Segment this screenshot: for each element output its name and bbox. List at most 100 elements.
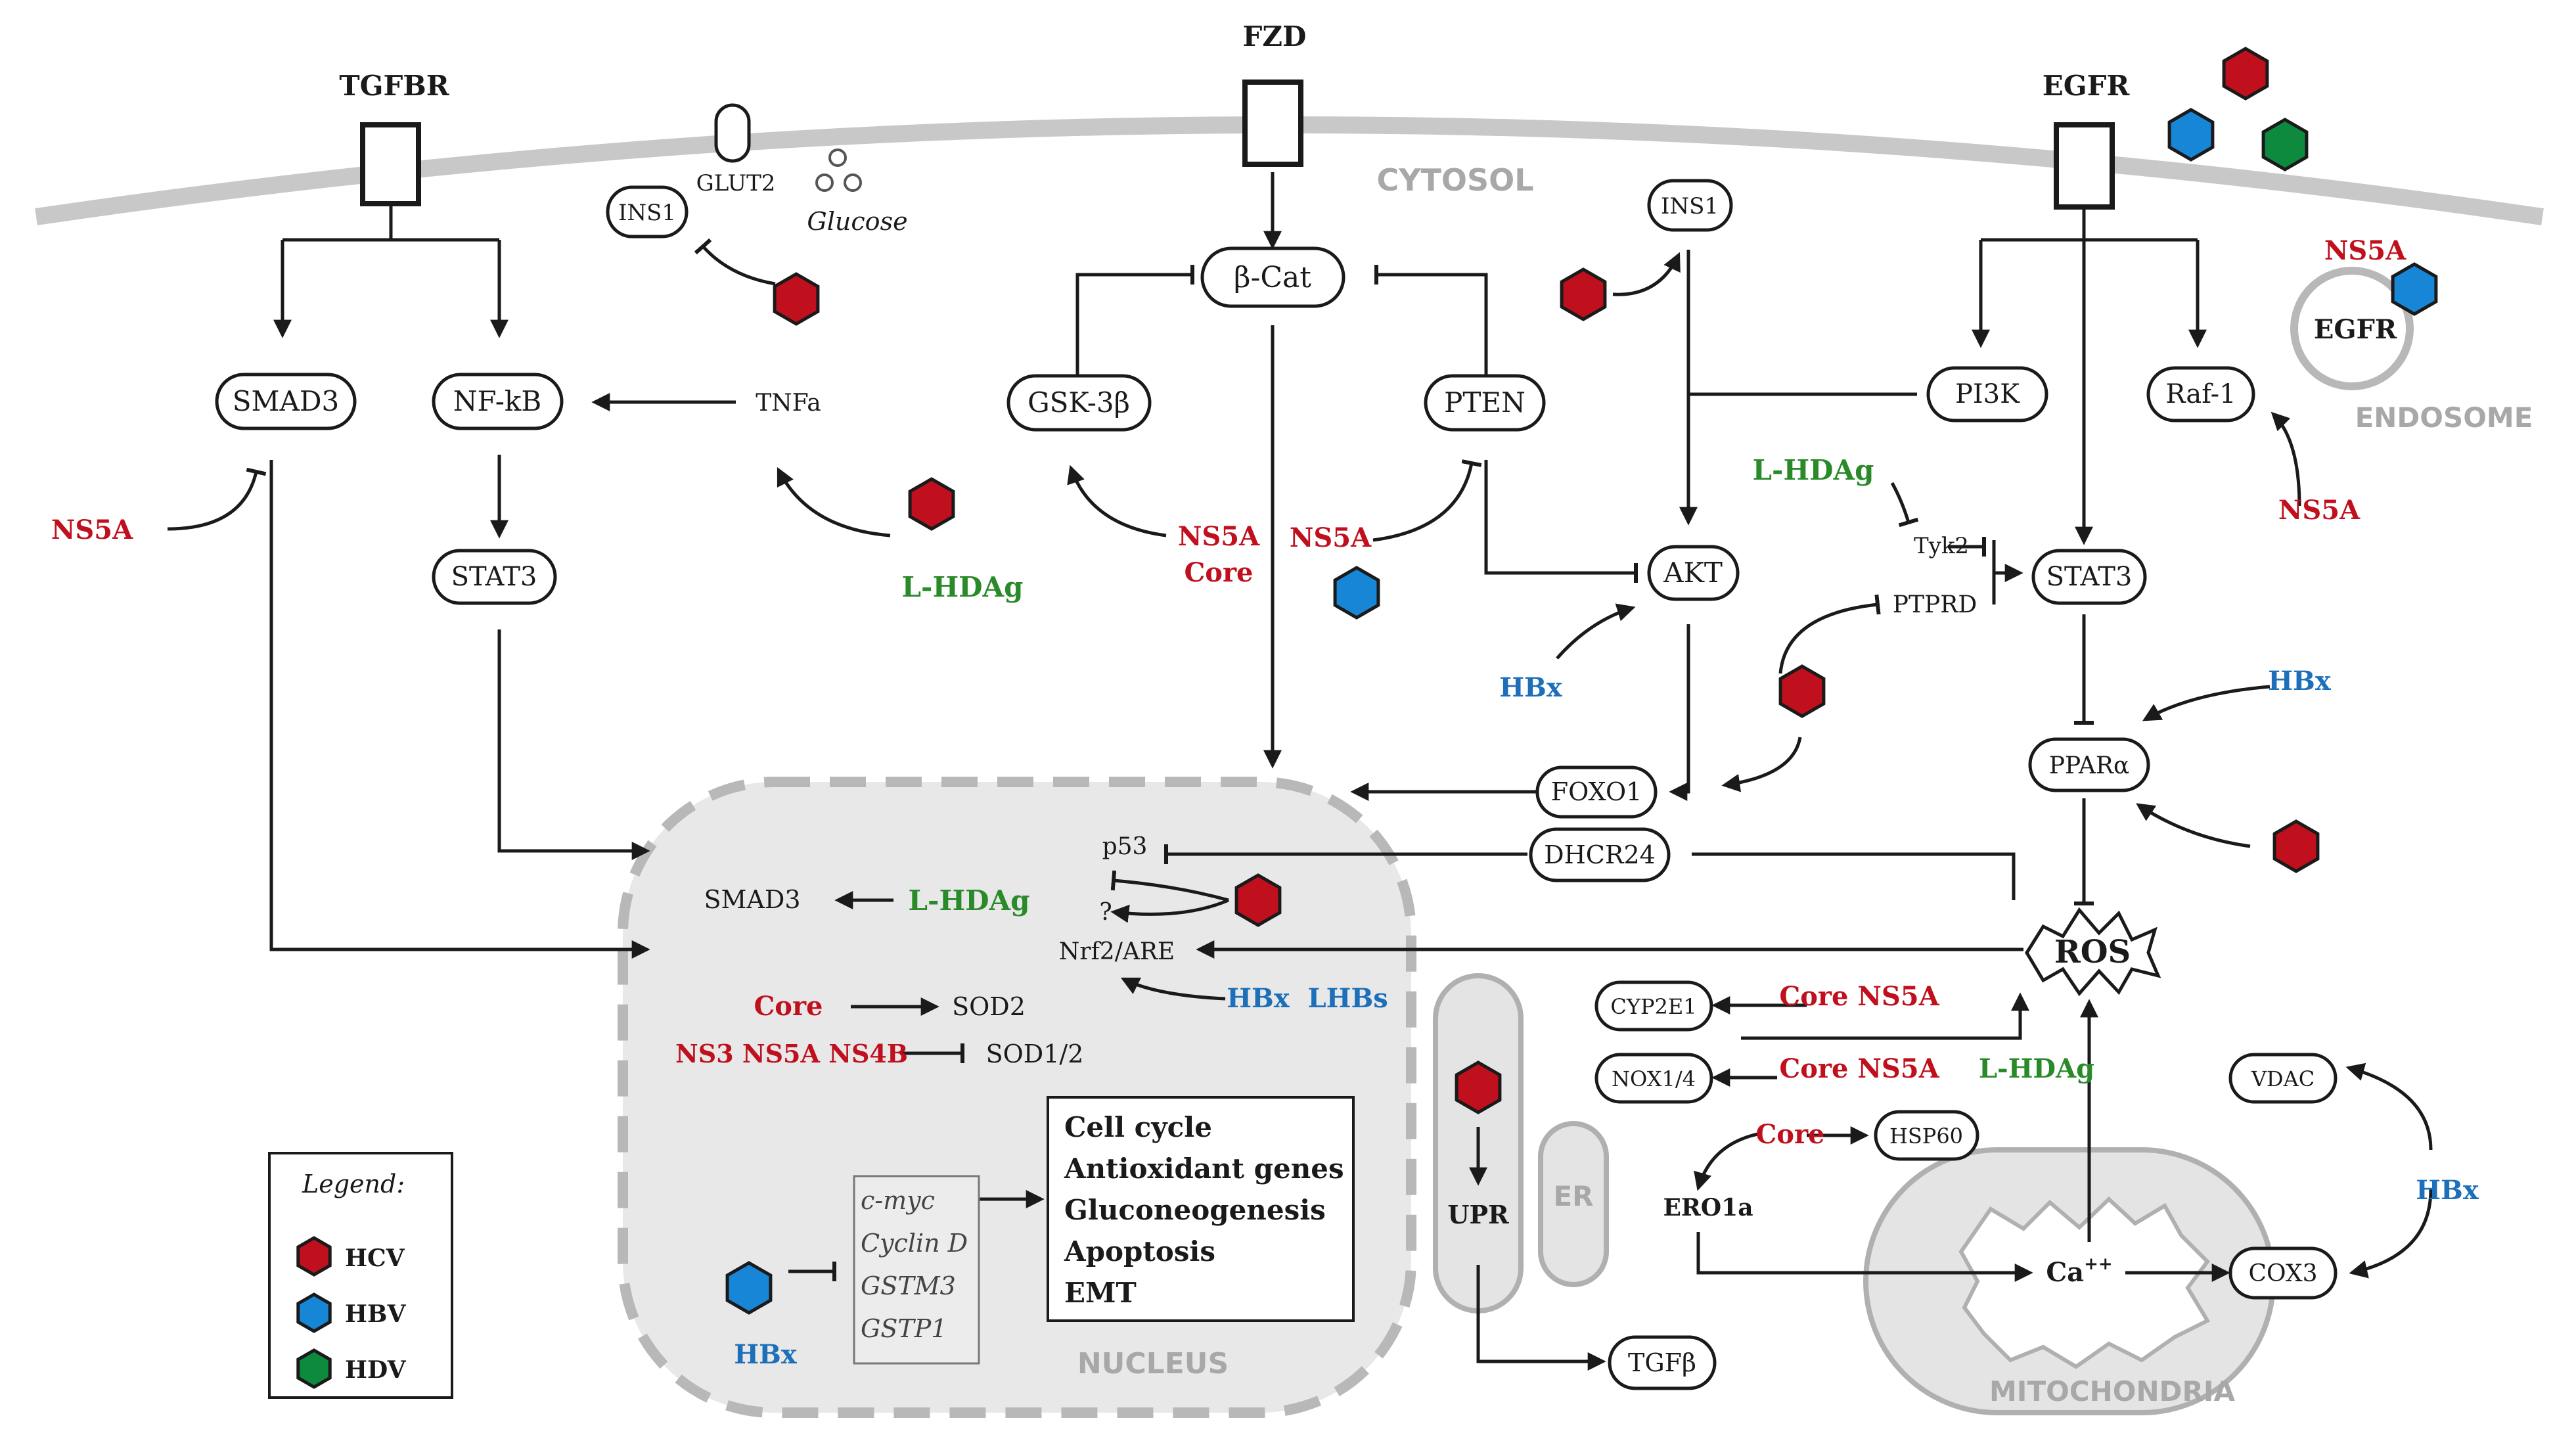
hcv-hexagon (1234, 873, 1282, 927)
nrf2-label: Nrf2/ARE (1059, 938, 1175, 965)
ros-burst (2025, 907, 2161, 997)
vdac-label: VDAC (2251, 1066, 2315, 1091)
outcome-item: Antioxidant genes (1064, 1152, 1344, 1185)
legend-hdv-hexagon (296, 1348, 332, 1389)
target-gene: GSTP1 (861, 1314, 947, 1343)
egfr-label: EGFR (2043, 70, 2131, 102)
pten-label: PTEN (1444, 386, 1525, 419)
smad3-pill (215, 373, 357, 430)
beta-cat-label: β-Cat (1234, 261, 1311, 294)
sod2-label: SOD2 (952, 992, 1026, 1021)
nfkb-label: NF-kB (453, 385, 542, 417)
ppara-pill (2028, 737, 2150, 792)
calcium-superscript: ++ (2084, 1254, 2113, 1274)
nucleus-targets-box (853, 1175, 980, 1365)
endosome-compartment (2290, 267, 2414, 390)
nucleus-hbx-lhbs-label: HBx LHBs (1227, 983, 1388, 1014)
hcv-hexagon (773, 272, 820, 326)
hsp60-pill (1874, 1110, 1979, 1161)
hbv-hexagon (1333, 566, 1380, 620)
ppara-label: PPARα (2049, 752, 2130, 779)
glucose-molecule (828, 148, 847, 167)
nox14-pill (1594, 1053, 1713, 1104)
raf1-label: Raf-1 (2165, 379, 2236, 409)
er-compartment-small (1538, 1121, 1609, 1287)
legend-hbv-hexagon (296, 1292, 332, 1333)
nucleus-hbx-label: HBx (734, 1339, 798, 1370)
pi3k-label: PI3K (1955, 379, 2020, 409)
akt-pill (1647, 545, 1740, 601)
ero1a-label: ERO1a (1663, 1194, 1753, 1221)
hbx-ppar-label: HBx (2268, 666, 2332, 696)
ros-label: ROS (2054, 934, 2131, 970)
stat3-right-label: STAT3 (2046, 562, 2133, 592)
stat3-left-pill (432, 549, 557, 605)
fzd-label: FZD (1243, 20, 1307, 53)
stat3-right-pill (2031, 549, 2147, 605)
ins1-right-label: INS1 (1661, 193, 1719, 219)
core-gsk-label: Core (1184, 557, 1253, 588)
cytosol-label: CYTOSOL (1376, 162, 1533, 198)
core-hsp-label: Core (1755, 1119, 1824, 1150)
l-hdag-nox-label: L-HDAg (1979, 1053, 2094, 1084)
calcium-text: Ca (2046, 1257, 2084, 1288)
hcv-hexagon (1778, 664, 1826, 718)
glucose-molecule (844, 173, 862, 192)
fzd-receptor (1242, 80, 1303, 167)
tgfb-pill (1608, 1335, 1717, 1390)
pi3k-pill (1926, 366, 2048, 422)
legend-item-label: HDV (345, 1356, 407, 1384)
stat3-left-label: STAT3 (451, 562, 537, 592)
vdac-pill (2228, 1053, 2338, 1104)
glucose-molecule (815, 173, 834, 192)
legend-title: Legend: (302, 1170, 405, 1198)
er-label: ER (1553, 1180, 1593, 1212)
nucleus-smad3-label: SMAD3 (704, 885, 800, 914)
endosome-egfr-label: EGFR (2314, 314, 2397, 345)
outcome-item: Gluconeogenesis (1064, 1194, 1326, 1226)
hdv-hexagon (2261, 118, 2309, 171)
outcome-item: EMT (1064, 1277, 1137, 1309)
ns3-ns5a-ns4b-label: NS3 NS5A NS4B (675, 1039, 908, 1068)
nucleus-outcomes-box (1047, 1096, 1355, 1322)
question-label: ? (1099, 899, 1112, 926)
outcome-item: Apoptosis (1064, 1235, 1215, 1267)
ptprd-label: PTPRD (1893, 591, 1977, 618)
egfr-receptor (2054, 122, 2115, 210)
nfkb-pill (432, 373, 564, 430)
glut2-transporter (714, 103, 751, 163)
hbv-hexagon (2391, 262, 2438, 316)
target-gene: c-myc (861, 1186, 935, 1215)
outcome-item: Cell cycle (1064, 1111, 1212, 1143)
gsk3b-pill (1006, 374, 1152, 432)
l-hdag-tyk2-label: L-HDAg (1752, 454, 1874, 486)
calcium-label: Ca++ (2046, 1254, 2112, 1288)
hcv-hexagon (2222, 47, 2269, 101)
foxo1-label: FOXO1 (1551, 777, 1642, 806)
hbv-hexagon (725, 1261, 773, 1315)
target-gene: GSTM3 (861, 1271, 956, 1300)
tnfa-label: TNFa (756, 390, 821, 417)
pten-pill (1424, 374, 1546, 432)
gsk3b-label: GSK-3β (1028, 386, 1130, 419)
pathway-connections (269, 172, 2230, 1371)
target-gene: Cyclin D (861, 1229, 968, 1258)
legend-item-label: HCV (345, 1244, 405, 1272)
hcv-hexagon (908, 477, 955, 531)
pathway-nodes (215, 179, 2338, 1390)
raf1-pill (2146, 366, 2255, 422)
beta-cat-pill (1200, 246, 1345, 308)
cox3-label: COX3 (2249, 1260, 2318, 1287)
hcv-hexagon (1560, 267, 1607, 321)
ins1-left-label: INS1 (618, 200, 676, 226)
ns5a-pten-label: NS5A (1290, 522, 1372, 553)
hcv-hexagon (1455, 1061, 1502, 1114)
influence-arrows (167, 238, 2433, 1279)
tyk2-label: Tyk2 (1914, 533, 1969, 559)
legend-item-label: HBV (345, 1300, 406, 1328)
ns5a-endosome-label: NS5A (2324, 235, 2407, 266)
p53-label: p53 (1102, 833, 1148, 860)
ins1-right-pill (1647, 179, 1733, 232)
upr-label: UPR (1447, 1200, 1509, 1229)
